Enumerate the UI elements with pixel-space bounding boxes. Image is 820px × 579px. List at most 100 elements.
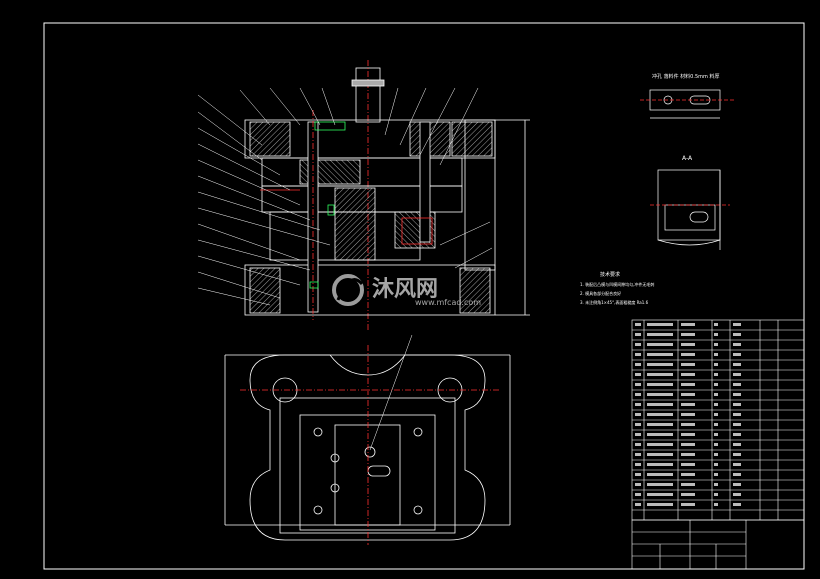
parts-list-table bbox=[631, 319, 805, 570]
table-cell-mark bbox=[714, 403, 718, 406]
table-cell-mark bbox=[647, 433, 673, 436]
table-cell-mark bbox=[681, 423, 695, 426]
table-cell-mark bbox=[714, 373, 718, 376]
table-cell-mark bbox=[635, 483, 641, 486]
table-cell-mark bbox=[681, 433, 695, 436]
table-cell-mark bbox=[635, 433, 641, 436]
table-cell-mark bbox=[647, 463, 673, 466]
table-cell-mark bbox=[733, 473, 741, 476]
table-cell-mark bbox=[647, 493, 673, 496]
table-cell-mark bbox=[733, 383, 741, 386]
table-cell-mark bbox=[647, 373, 673, 376]
table-cell-mark bbox=[647, 393, 673, 396]
table-cell-mark bbox=[733, 403, 741, 406]
tech-note-2: 2. 模具各部分配合良好 bbox=[580, 290, 621, 296]
table-cell-mark bbox=[635, 503, 641, 506]
table-cell-mark bbox=[681, 483, 695, 486]
table-cell-mark bbox=[714, 393, 718, 396]
table-cell-mark bbox=[714, 343, 718, 346]
table-cell-mark bbox=[733, 353, 741, 356]
detail-caption: 冲孔 落料件 材料0.5mm 料厚 bbox=[652, 73, 719, 80]
table-cell-mark bbox=[647, 413, 673, 416]
table-cell-mark bbox=[733, 493, 741, 496]
table-cell-mark bbox=[635, 403, 641, 406]
table-cell-mark bbox=[681, 333, 695, 336]
table-cell-mark bbox=[647, 483, 673, 486]
table-cell-mark bbox=[681, 463, 695, 466]
table-cell-mark bbox=[714, 353, 718, 356]
table-cell-mark bbox=[647, 343, 673, 346]
table-cell-mark bbox=[714, 423, 718, 426]
section-label: A-A bbox=[682, 155, 693, 162]
table-cell-mark bbox=[635, 373, 641, 376]
table-cell-mark bbox=[647, 353, 673, 356]
table-cell-mark bbox=[733, 373, 741, 376]
table-cell-mark bbox=[733, 333, 741, 336]
table-cell-mark bbox=[635, 443, 641, 446]
table-cell-mark bbox=[635, 343, 641, 346]
table-cell-mark bbox=[681, 443, 695, 446]
table-cell-mark bbox=[714, 503, 718, 506]
table-cell-mark bbox=[635, 453, 641, 456]
table-cell-mark bbox=[635, 393, 641, 396]
watermark-logo bbox=[332, 274, 364, 306]
table-cell-mark bbox=[733, 323, 741, 326]
table-cell-mark bbox=[647, 503, 673, 506]
table-cell-mark bbox=[714, 323, 718, 326]
table-cell-mark bbox=[635, 413, 641, 416]
sheet-border bbox=[43, 22, 805, 570]
table-cell-mark bbox=[733, 413, 741, 416]
table-cell-mark bbox=[635, 333, 641, 336]
table-cell-mark bbox=[733, 453, 741, 456]
tech-note-1: 1. 装配后凸模与凹模间隙均匀,冲件无毛刺 bbox=[580, 281, 654, 287]
table-cell-mark bbox=[714, 463, 718, 466]
watermark-brand: 沐风网 bbox=[372, 277, 438, 302]
table-cell-mark bbox=[647, 453, 673, 456]
table-cell-mark bbox=[681, 393, 695, 396]
table-cell-mark bbox=[714, 433, 718, 436]
table-cell-mark bbox=[635, 463, 641, 466]
table-cell-mark bbox=[714, 473, 718, 476]
table-text-marks bbox=[635, 323, 741, 506]
table-cell-mark bbox=[647, 333, 673, 336]
table-cell-mark bbox=[714, 333, 718, 336]
table-cell-mark bbox=[635, 423, 641, 426]
table-cell-mark bbox=[635, 473, 641, 476]
leader-lines bbox=[197, 87, 493, 451]
detail-view bbox=[640, 89, 735, 250]
table-cell-mark bbox=[714, 363, 718, 366]
table-cell-mark bbox=[681, 343, 695, 346]
table-cell-mark bbox=[635, 353, 641, 356]
table-cell-mark bbox=[714, 413, 718, 416]
table-cell-mark bbox=[681, 363, 695, 366]
table-cell-mark bbox=[733, 363, 741, 366]
table-cell-mark bbox=[733, 393, 741, 396]
table-cell-mark bbox=[733, 483, 741, 486]
table-cell-mark bbox=[714, 383, 718, 386]
table-cell-mark bbox=[733, 343, 741, 346]
table-cell-mark bbox=[714, 453, 718, 456]
table-cell-mark bbox=[647, 443, 673, 446]
table-cell-mark bbox=[733, 503, 741, 506]
table-cell-mark bbox=[714, 493, 718, 496]
table-cell-mark bbox=[681, 403, 695, 406]
table-cell-mark bbox=[714, 443, 718, 446]
table-cell-mark bbox=[681, 473, 695, 476]
table-cell-mark bbox=[681, 323, 695, 326]
table-cell-mark bbox=[733, 443, 741, 446]
table-cell-mark bbox=[647, 363, 673, 366]
table-cell-mark bbox=[681, 383, 695, 386]
table-cell-mark bbox=[635, 493, 641, 496]
table-cell-mark bbox=[681, 453, 695, 456]
table-cell-mark bbox=[733, 423, 741, 426]
section-view bbox=[244, 60, 530, 330]
tech-note-3: 3. 未注倒角1×45°,表面粗糙度 Ra1.6 bbox=[580, 299, 649, 305]
watermark-site: www.mfcad.com bbox=[415, 298, 481, 307]
table-cell-mark bbox=[647, 383, 673, 386]
table-cell-mark bbox=[681, 493, 695, 496]
table-cell-mark bbox=[681, 503, 695, 506]
table-cell-mark bbox=[647, 323, 673, 326]
table-cell-mark bbox=[635, 323, 641, 326]
table-cell-mark bbox=[681, 413, 695, 416]
